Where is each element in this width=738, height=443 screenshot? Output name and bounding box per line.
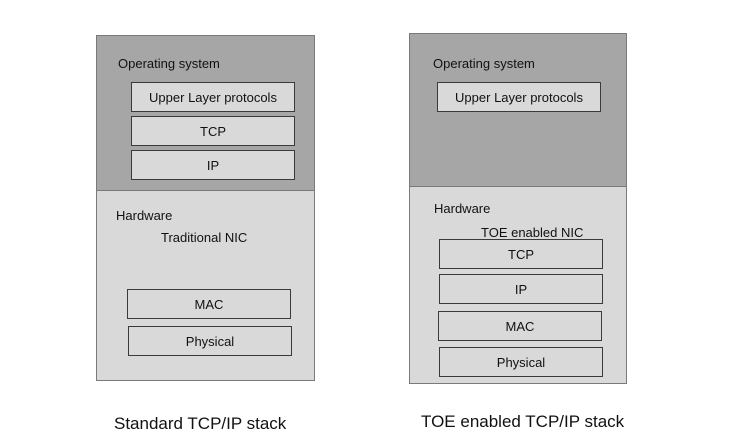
right-layer-ip: IP <box>439 274 603 304</box>
left-caption: Standard TCP/IP stack <box>114 414 287 433</box>
right-nic-label: TOE enabled NIC <box>481 225 584 240</box>
right-os-label: Operating system <box>433 56 535 71</box>
left-layer-ip: IP <box>131 150 295 180</box>
left-layer-mac: MAC <box>127 289 291 319</box>
left-layer-physical: Physical <box>128 326 292 356</box>
right-layer-tcp: TCP <box>439 239 603 269</box>
left-nic-label: Traditional NIC <box>161 230 248 245</box>
right-layer-physical: Physical <box>439 347 603 377</box>
right-layer-upper-protocols: Upper Layer protocols <box>437 82 601 112</box>
left-layer-tcp: TCP <box>131 116 295 146</box>
left-os-label: Operating system <box>118 56 220 71</box>
right-hardware-label: Hardware <box>434 201 491 216</box>
left-hardware-label: Hardware <box>116 208 173 223</box>
right-layer-mac: MAC <box>438 311 602 341</box>
right-caption: TOE enabled TCP/IP stack <box>421 412 625 431</box>
left-layer-upper-protocols: Upper Layer protocols <box>131 82 295 112</box>
